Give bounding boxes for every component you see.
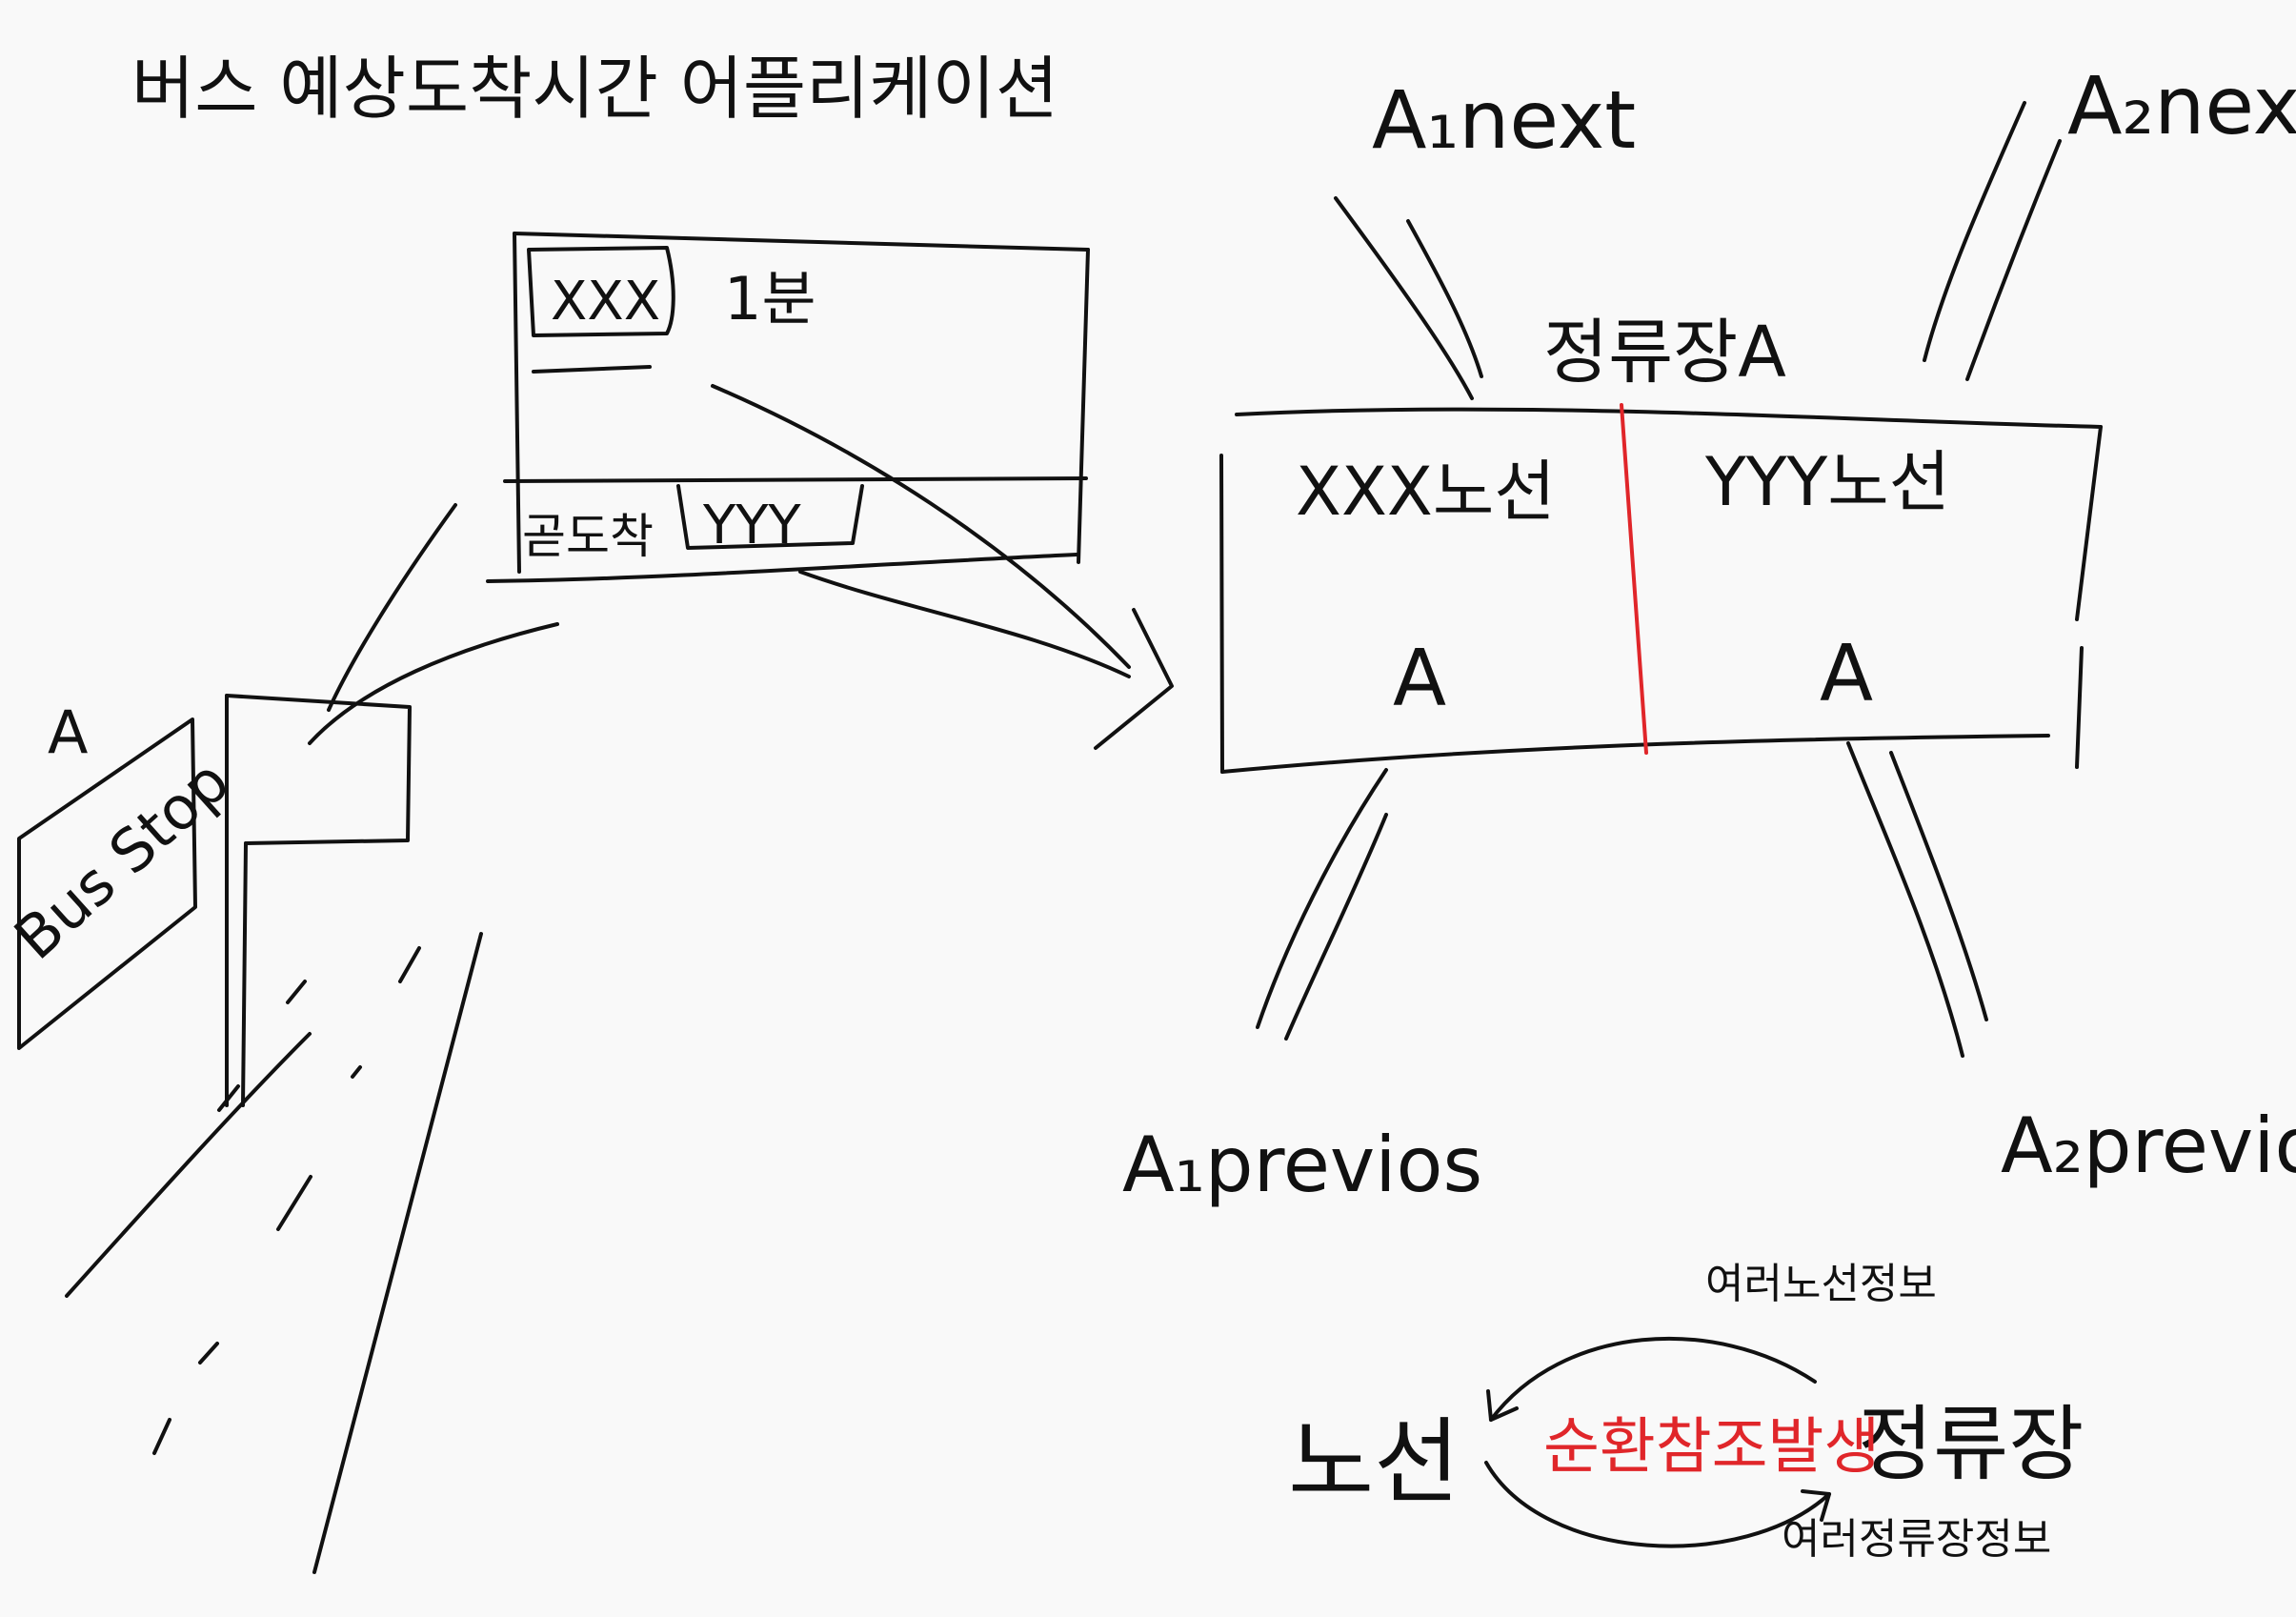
circular-reference: 여러노선정보 노선 정류장 순환참조발생 여러정류장정보 bbox=[1288, 1260, 2084, 1564]
right-stop-letter: A bbox=[1820, 629, 1873, 719]
station: 정류장A XXX노선 YYY노선 A A bbox=[1219, 312, 2103, 774]
label-a2-previous: A₂previous bbox=[2001, 1102, 2296, 1190]
route-box-xxx bbox=[527, 246, 675, 337]
road bbox=[65, 932, 483, 1574]
label-a2-next: A₂next bbox=[2067, 59, 2296, 152]
relation-right: 정류장 bbox=[1858, 1397, 2084, 1492]
bus-stop: A Bus Stop bbox=[1, 694, 412, 1107]
panel-to-station-arrows bbox=[711, 384, 1174, 750]
relation-bottom-note: 여러정류장정보 bbox=[1782, 1515, 2051, 1564]
next-route: YYY bbox=[702, 495, 801, 556]
label-a1-next: A₁next bbox=[1372, 73, 1636, 167]
left-stop-letter: A bbox=[1393, 634, 1446, 724]
current-route: XXX bbox=[551, 271, 660, 333]
station-divider bbox=[1620, 403, 1648, 755]
arrival-panel: XXX 1분 곧도착 YYY bbox=[308, 232, 1090, 745]
relation-middle: 순환참조발생 bbox=[1543, 1412, 1880, 1483]
right-route-name: YYY노선 bbox=[1704, 443, 1950, 521]
direction-lines bbox=[1256, 101, 2062, 1058]
bus-stop-label: A bbox=[48, 697, 88, 767]
next-arrival-label: 곧도착 bbox=[522, 509, 654, 564]
page-title: 버스 예상도착시간 어플리케이션 bbox=[131, 49, 1058, 129]
left-route-name: XXX노선 bbox=[1296, 453, 1556, 531]
bus-stop-plate: Bus Stop bbox=[1, 718, 242, 1050]
current-eta: 1분 bbox=[724, 264, 816, 334]
route-box-yyy bbox=[676, 484, 864, 550]
relation-top-note: 여러노선정보 bbox=[1705, 1260, 1937, 1308]
station-name: 정류장A bbox=[1543, 312, 1786, 394]
relation-left: 노선 bbox=[1288, 1408, 1460, 1517]
label-a1-previous: A₁previos bbox=[1122, 1121, 1482, 1209]
bus-stop-sign-text: Bus Stop bbox=[1, 746, 242, 973]
